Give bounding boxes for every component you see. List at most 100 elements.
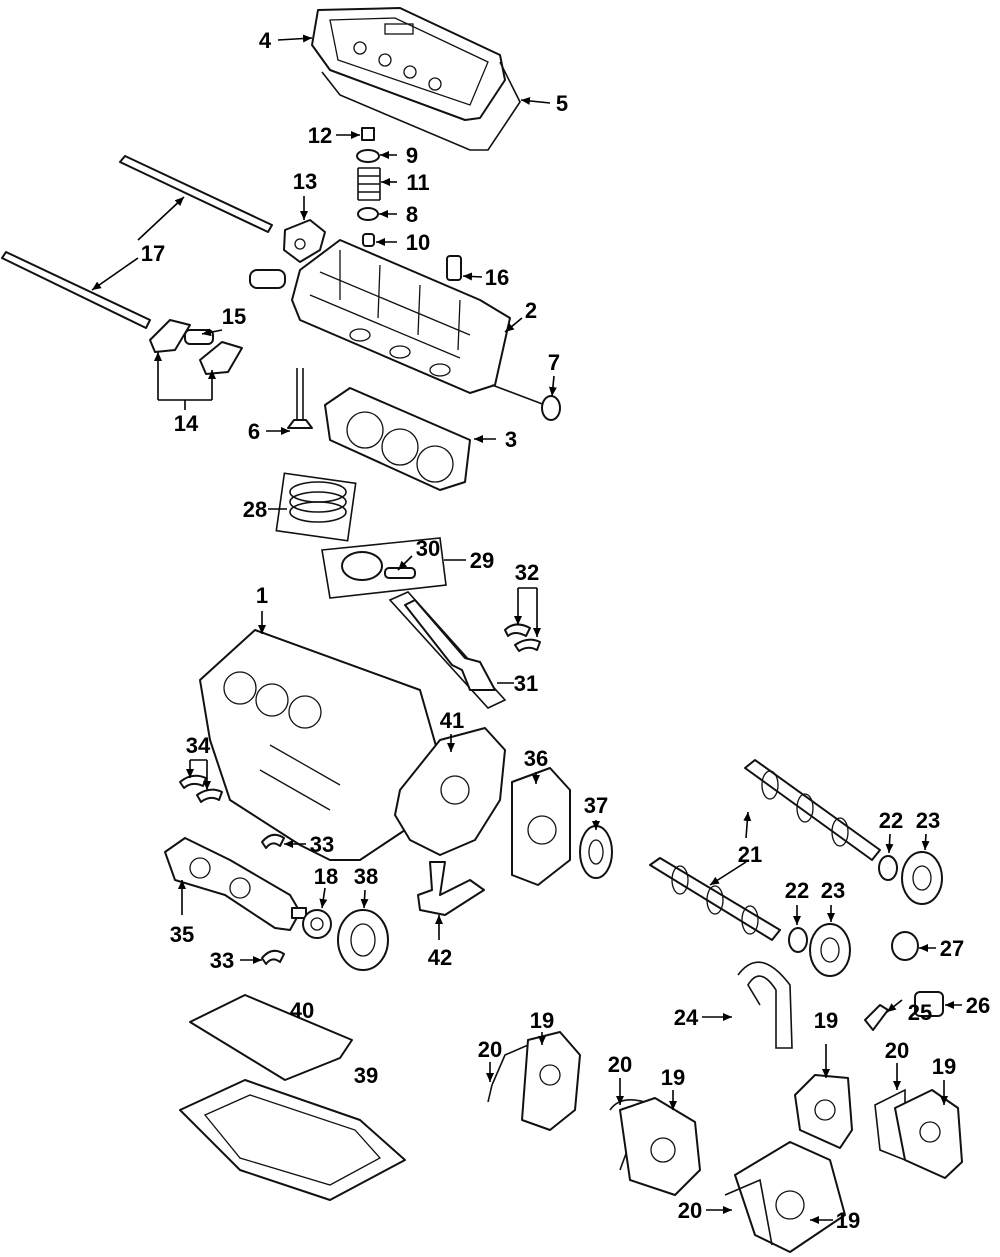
timing-cover-lower <box>734 1141 846 1253</box>
callout-22a: 22 <box>879 808 903 833</box>
callout-19b: 19 <box>661 1065 685 1090</box>
callout-8: 8 <box>406 202 418 227</box>
valve-cover <box>311 7 506 121</box>
oil-baffle <box>189 994 353 1081</box>
callout-39: 39 <box>354 1063 378 1088</box>
callout-19c: 19 <box>814 1008 838 1033</box>
oil-pump <box>394 727 506 856</box>
callout-23a: 23 <box>916 808 940 833</box>
rod-bearings <box>504 623 541 652</box>
callout-35: 35 <box>170 922 194 947</box>
callout-25: 25 <box>908 1000 932 1025</box>
camshaft-seal-lower <box>788 927 808 953</box>
callout-42: 42 <box>428 945 452 970</box>
callout-17: 17 <box>141 241 165 266</box>
callout-27: 27 <box>940 936 964 961</box>
camshaft-seal-upper <box>878 855 898 881</box>
rocker-collar <box>249 269 286 289</box>
crankshaft <box>164 837 307 931</box>
callout-16: 16 <box>485 265 509 290</box>
oil-pan <box>179 1079 406 1201</box>
valve-cover-gasket <box>321 61 521 151</box>
callout-6: 6 <box>248 419 260 444</box>
callout-labels: 1 2 3 4 5 6 7 8 9 10 11 12 13 14 15 16 1… <box>141 28 990 1233</box>
main-bearings <box>179 774 223 803</box>
engine-block <box>199 629 441 861</box>
callout-33a: 33 <box>310 832 334 857</box>
rocker-shaft-holder <box>283 219 326 263</box>
callout-20a: 20 <box>478 1037 502 1062</box>
oil-strainer <box>417 861 485 916</box>
callout-9: 9 <box>406 143 418 168</box>
rocker-arms <box>149 319 243 375</box>
callout-19e: 19 <box>836 1208 860 1233</box>
crankshaft-seal <box>579 825 613 879</box>
callout-10: 10 <box>406 230 430 255</box>
callout-20c: 20 <box>885 1038 909 1063</box>
timing-belt <box>737 961 793 1049</box>
timing-belt-tensioner <box>891 931 919 961</box>
valve-spring-seat <box>357 207 379 221</box>
callout-26: 26 <box>966 993 990 1018</box>
leader-lines <box>91 34 962 1224</box>
callout-5: 5 <box>556 91 568 116</box>
piston-rings <box>275 472 357 542</box>
intake-valve <box>287 368 313 429</box>
thrust-washer-upper <box>261 833 285 849</box>
callout-32: 32 <box>515 560 539 585</box>
callout-4: 4 <box>259 28 272 53</box>
exhaust-valve <box>491 384 561 421</box>
timing-cover-upper-right <box>794 1074 853 1149</box>
valve-stem-seal <box>362 233 375 247</box>
rear-seal-retainer <box>511 767 571 886</box>
callout-33b: 33 <box>210 948 234 973</box>
callout-40: 40 <box>290 998 314 1023</box>
callout-18: 18 <box>314 864 338 889</box>
callout-24: 24 <box>674 1005 699 1030</box>
thrust-washer-lower <box>261 949 285 965</box>
callout-22b: 22 <box>785 878 809 903</box>
callout-30: 30 <box>416 536 440 561</box>
crankshaft-sprocket <box>302 909 332 939</box>
callout-38: 38 <box>354 864 378 889</box>
callout-19a: 19 <box>530 1008 554 1033</box>
timing-cover-middle <box>619 1097 701 1196</box>
callout-37: 37 <box>584 793 608 818</box>
callout-23b: 23 <box>821 878 845 903</box>
valve-spring-retainer <box>356 149 380 163</box>
timing-cover-upper-left-seal <box>487 1041 536 1103</box>
callout-34: 34 <box>186 733 211 758</box>
callout-1: 1 <box>256 583 268 608</box>
camshaft-pulley-upper <box>901 851 943 905</box>
callout-41: 41 <box>440 708 464 733</box>
piston-assembly <box>321 537 447 599</box>
callout-12: 12 <box>308 123 332 148</box>
camshafts <box>649 759 881 941</box>
callout-21: 21 <box>738 842 762 867</box>
callout-11: 11 <box>406 170 429 195</box>
crankshaft-pulley <box>337 909 389 971</box>
head-gasket <box>324 387 471 491</box>
cylinder-head-plug <box>446 255 462 281</box>
camshaft-pulley-lower <box>809 923 851 977</box>
callout-28: 28 <box>243 497 267 522</box>
callout-15: 15 <box>222 304 246 329</box>
callout-13: 13 <box>293 169 317 194</box>
callout-20d: 20 <box>678 1198 702 1223</box>
valve-spring <box>357 167 381 201</box>
callout-7: 7 <box>548 350 560 375</box>
timing-cover-lower-seal <box>724 1178 773 1246</box>
connecting-rod <box>388 591 507 709</box>
callout-29: 29 <box>470 548 494 573</box>
timing-cover-right <box>894 1089 963 1179</box>
timing-cover-upper-left <box>521 1031 581 1131</box>
tensioner-adjuster <box>914 991 944 1017</box>
valve-keeper <box>361 127 375 141</box>
rocker-shafts <box>1 155 273 329</box>
callout-14: 14 <box>174 411 199 436</box>
callout-20b: 20 <box>608 1052 632 1077</box>
cam-position-sensor <box>864 1004 889 1031</box>
callout-2: 2 <box>525 298 537 323</box>
callout-31: 31 <box>514 671 538 696</box>
